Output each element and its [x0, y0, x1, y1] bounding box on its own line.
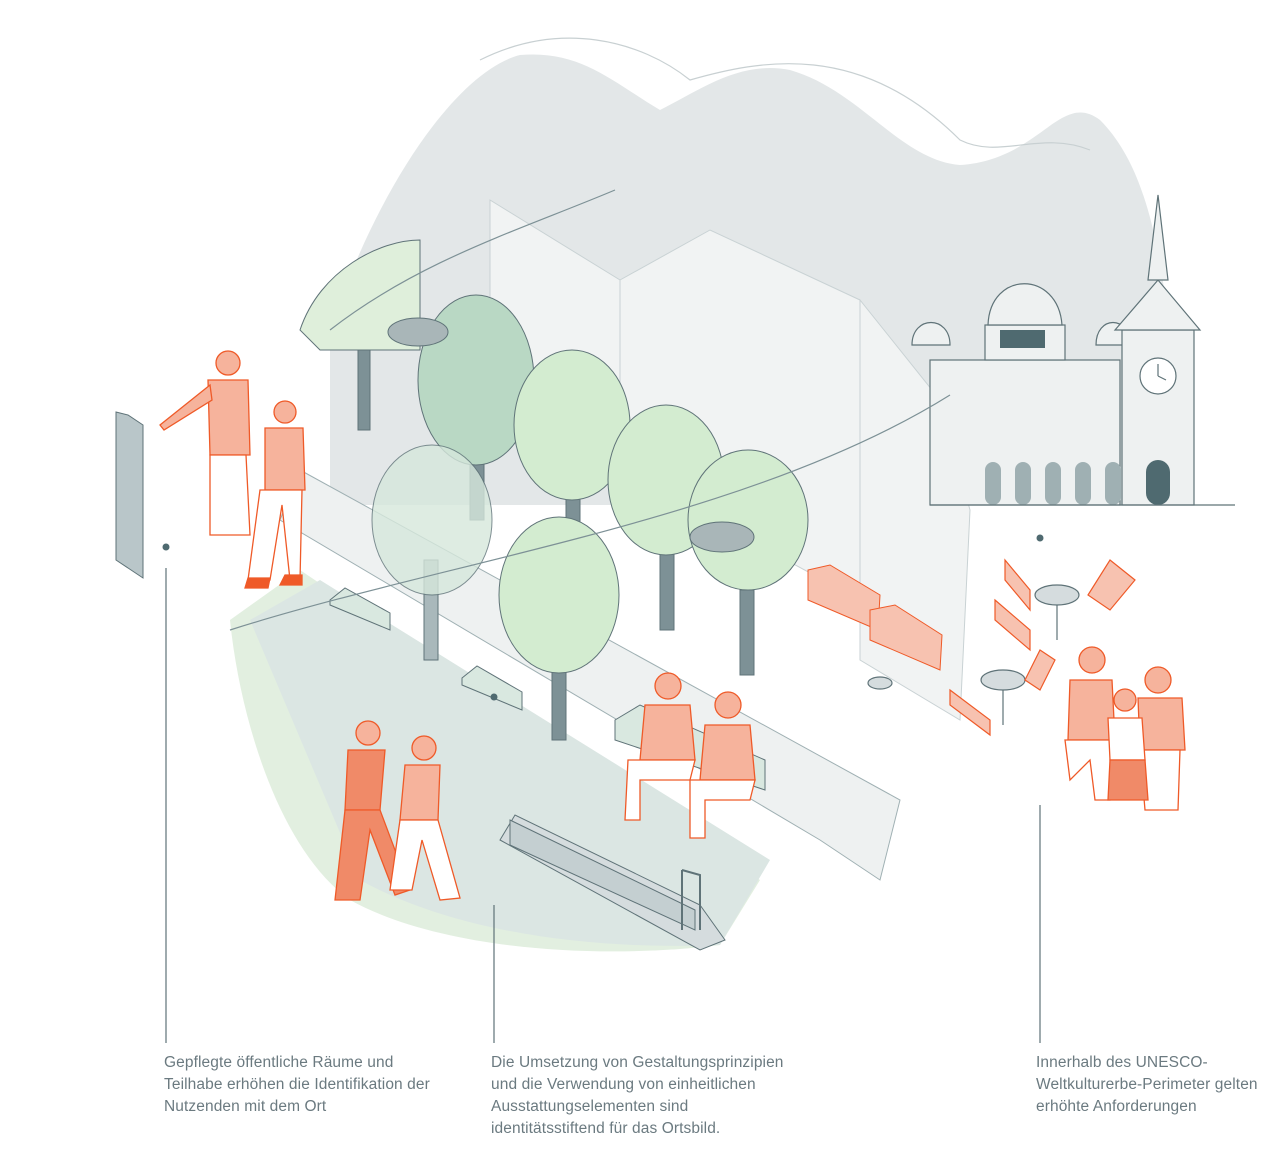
cathedral [911, 194, 1235, 506]
people [159, 350, 1186, 901]
caption-public-spaces: Gepflegte öffentliche Räume und Teilhabe… [164, 1054, 430, 1115]
leader-lines [162, 534, 1044, 1043]
couple-walking [334, 720, 461, 901]
trees [299, 239, 809, 741]
leader-dot-3 [1036, 534, 1044, 542]
leader-dot-1 [162, 543, 170, 551]
mountain-ridge-line [479, 37, 1091, 151]
info-stele [115, 411, 144, 579]
perimeter-line-upper [329, 189, 616, 331]
caption-design-principles: Die Umsetzung von Gestaltungsprinzipien … [491, 1054, 784, 1137]
person-child-left [244, 400, 306, 589]
caption-unesco-perimeter: Innerhalb des UNESCO- Weltkulturerbe-Per… [1036, 1054, 1258, 1115]
fountain-trough [499, 814, 726, 951]
cafe-awnings [807, 564, 943, 671]
street-lamps [387, 317, 755, 553]
cafe-furniture [867, 558, 1136, 737]
perimeter-line [229, 394, 951, 631]
seated-people [624, 672, 756, 839]
leader-dot-2 [490, 693, 498, 701]
person-pointing [159, 350, 251, 536]
family [1064, 646, 1186, 811]
